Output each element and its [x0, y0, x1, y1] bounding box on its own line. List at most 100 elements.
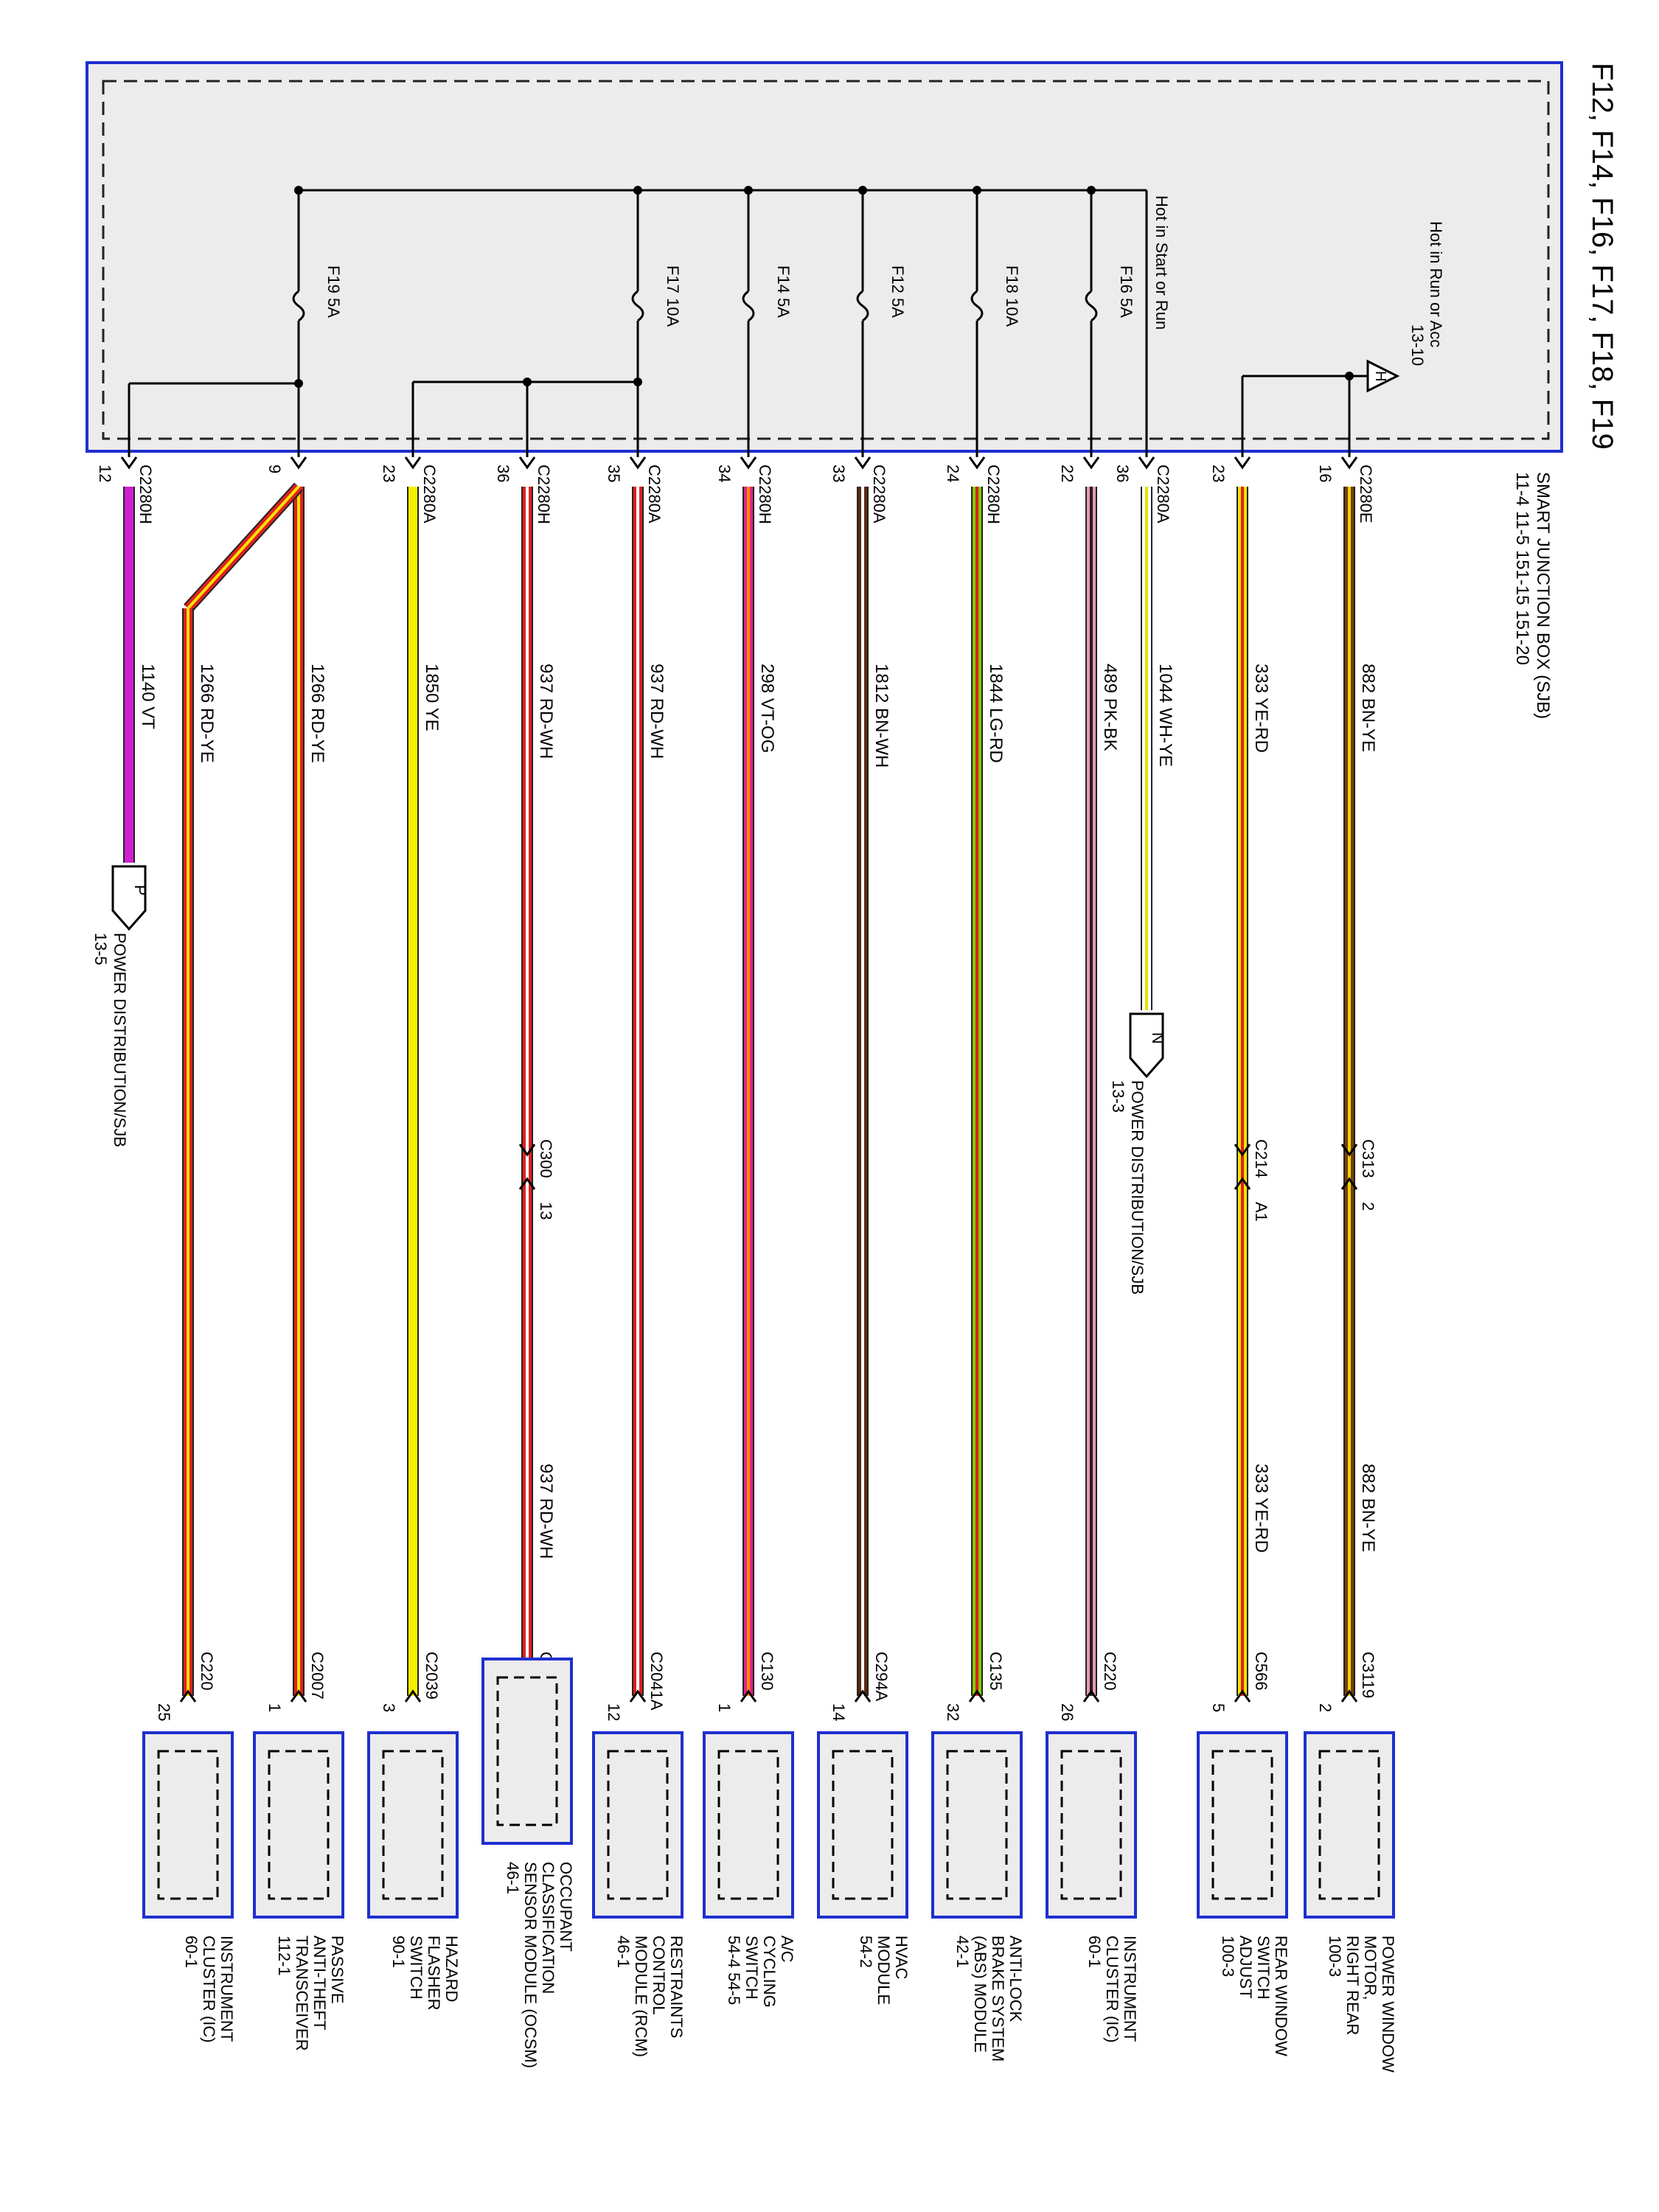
connector-icon	[1234, 456, 1251, 470]
fuse-icon	[631, 290, 644, 322]
connector-icon	[740, 1689, 757, 1703]
component-label: ANTI-LOCK	[1006, 1935, 1025, 2023]
terminal-text: 13-3	[1109, 1080, 1127, 1113]
circuit-label: 1140 VT	[138, 664, 158, 729]
connector-icon	[1082, 456, 1100, 470]
component-label: ANTI-THEFT	[310, 1935, 329, 2030]
inline-connector-label: C300	[537, 1139, 555, 1178]
inline-connector-label: C214	[1252, 1139, 1270, 1178]
circuit-label: 937 RD-WH	[536, 664, 556, 759]
end-connector-label: C3119	[1359, 1652, 1377, 1698]
splice-dot	[633, 186, 642, 195]
connector-label: C2280A	[870, 465, 888, 524]
splice-dot	[858, 186, 867, 195]
component-label: ADJUST	[1237, 1935, 1255, 1999]
component-label: CLUSTER (IC)	[1103, 1935, 1121, 2042]
sjb-inner-dashed-box	[102, 80, 1550, 440]
connector-icon	[290, 1689, 307, 1703]
component-inner-box	[268, 1750, 330, 1900]
fuse-icon	[970, 290, 984, 322]
splice-dot	[633, 378, 642, 386]
end-connector-label: C220	[1101, 1652, 1119, 1691]
sjb-internal-wiring	[128, 189, 1379, 457]
component-label: 54-2	[857, 1935, 875, 1968]
connector-icon	[1340, 1689, 1358, 1703]
pin-label: 24	[944, 465, 962, 482]
sjb-name: SMART JUNCTION BOX (SJB)	[1533, 472, 1553, 719]
connector-icon	[404, 456, 422, 470]
connector-icon	[179, 1689, 197, 1703]
pin-label: 34	[715, 465, 734, 482]
component-inner-box	[382, 1750, 444, 1900]
connector-icon	[1340, 1144, 1358, 1157]
connector-icon	[1082, 1689, 1100, 1703]
end-connector-label: C135	[987, 1652, 1005, 1691]
fuse-label: F14 5A	[774, 265, 793, 318]
connector-icon	[1138, 456, 1155, 470]
end-connector-label: C566	[1252, 1652, 1270, 1691]
circuit-label: 1850 YE	[422, 664, 442, 731]
circuit-label: 882 BN-YE	[1358, 664, 1378, 752]
connector-label: C2280H	[136, 465, 155, 524]
pin-label: 36	[494, 465, 512, 482]
pin-label: 12	[96, 465, 114, 482]
end-pin-label: 1	[265, 1703, 284, 1712]
component-inner-box	[946, 1750, 1008, 1900]
component-label: SWITCH	[407, 1935, 425, 2000]
fuse-f12: F12 5A	[856, 186, 907, 457]
pin-label: 33	[830, 465, 848, 482]
connector-icon	[404, 1689, 422, 1703]
connector-icon	[740, 456, 757, 470]
connector-icon	[854, 456, 872, 470]
component-box	[1046, 1731, 1137, 1919]
pin-label: 36	[1113, 465, 1132, 482]
component-box	[592, 1731, 684, 1919]
circuit-label: 298 VT-OG	[757, 664, 777, 753]
end-pin-label: 12	[605, 1703, 623, 1721]
component-inner-box	[1211, 1750, 1273, 1900]
component-label: 100-3	[1326, 1935, 1344, 1977]
connector-icon	[1234, 1177, 1251, 1190]
inline-pin-label: A1	[1252, 1202, 1270, 1222]
component-inner-box	[717, 1750, 779, 1900]
component-label: CLUSTER (IC)	[200, 1935, 218, 2042]
component-label: MOTOR,	[1361, 1935, 1380, 2000]
connector-label: C2280A	[1154, 465, 1172, 524]
inline-pin-label: 2	[1359, 1202, 1377, 1211]
connector-icon	[968, 456, 986, 470]
circuit-label: 882 BN-YE	[1358, 1464, 1378, 1552]
component-label: SWITCH	[1254, 1935, 1273, 2000]
component-label: CLASSIFICATION	[539, 1862, 557, 1994]
end-pin-label: 26	[1058, 1703, 1077, 1721]
component-label: PASSIVE	[328, 1935, 347, 2004]
end-pin-label: 32	[944, 1703, 962, 1721]
connector-icon	[968, 1689, 986, 1703]
component-box	[142, 1731, 234, 1919]
end-pin-label: 1	[715, 1703, 734, 1712]
connector-icon	[1234, 1144, 1251, 1157]
connector-icon	[629, 1689, 647, 1703]
connector-label: C2280E	[1357, 465, 1375, 524]
terminal-text: POWER DISTRIBUTION/SJB	[111, 933, 129, 1147]
component-box	[367, 1731, 459, 1919]
component-label: 90-1	[389, 1935, 408, 1968]
terminal-icon	[1129, 1012, 1164, 1079]
circuit-label: 1266 RD-YE	[307, 664, 327, 763]
component-label: 60-1	[182, 1935, 201, 1968]
terminal-text: POWER DISTRIBUTION/SJB	[1128, 1080, 1147, 1295]
splice-dot	[1087, 186, 1096, 195]
end-connector-label: C2039	[422, 1652, 441, 1700]
fuse-f14: F14 5A	[742, 186, 793, 457]
hot-run-acc-label: Hot in Run or Acc	[1427, 221, 1445, 347]
pin-label: 23	[1209, 465, 1228, 482]
terminal-label: P	[131, 885, 150, 896]
pin-label: 22	[1058, 465, 1077, 482]
fuse-icon	[1085, 290, 1098, 322]
fuse-label: F18 10A	[1003, 265, 1021, 327]
fuse-label: F16 5A	[1117, 265, 1135, 318]
